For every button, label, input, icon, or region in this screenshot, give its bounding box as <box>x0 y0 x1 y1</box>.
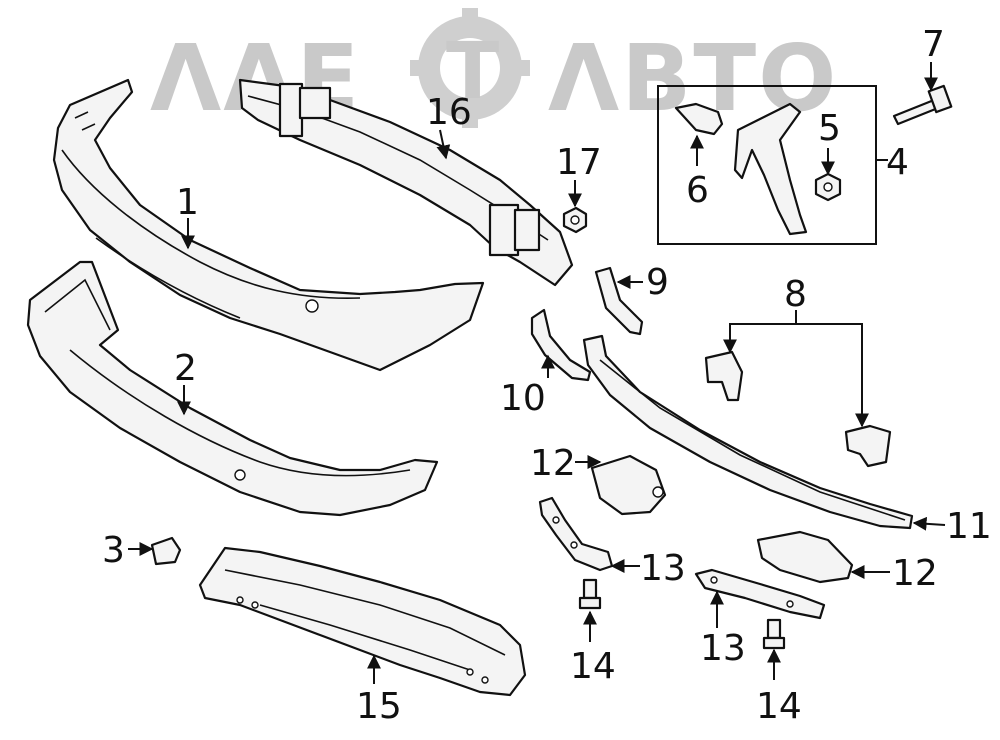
watermark: ΛΛΕ T ΛΒΤΟ <box>150 8 836 132</box>
part-13-bracket-left <box>538 496 614 572</box>
callout-11: 11 <box>946 506 992 547</box>
callout-12-left: 12 <box>530 443 576 484</box>
callout-3: 3 <box>102 530 125 571</box>
part-12-bracket-right <box>756 530 854 584</box>
callout-10: 10 <box>500 378 546 419</box>
part-8-clip-lower <box>844 424 892 468</box>
callout-2: 2 <box>174 348 197 389</box>
callout-16: 16 <box>426 92 472 133</box>
part-4-bracket <box>733 102 808 236</box>
callout-14-right: 14 <box>756 686 802 727</box>
callout-13-right: 13 <box>700 628 746 669</box>
callout-17: 17 <box>556 142 602 183</box>
callout-1: 1 <box>176 182 199 223</box>
callout-5: 5 <box>818 108 841 149</box>
callout-4: 4 <box>886 142 909 183</box>
callout-labels: 1 2 3 4 5 6 7 8 9 10 11 12 12 13 13 14 1… <box>102 24 992 727</box>
callout-12-right: 12 <box>892 553 938 594</box>
part-12-sensor-left <box>590 454 667 516</box>
part-16-reinforcement-beam <box>238 78 574 287</box>
callout-7: 7 <box>922 24 945 65</box>
part-10-bracket <box>530 308 592 382</box>
callout-15: 15 <box>356 686 402 727</box>
part-3-cap <box>150 536 182 566</box>
callout-6: 6 <box>686 170 709 211</box>
part-14-bolt-right <box>762 618 786 650</box>
part-2-lower-cover <box>26 260 439 517</box>
callout-14-left: 14 <box>570 646 616 687</box>
part-6-clip <box>674 102 724 136</box>
callout-9: 9 <box>646 262 669 303</box>
leader-lines <box>128 62 946 684</box>
watermark-gear-letter: T <box>446 27 499 117</box>
part-17-nut <box>562 206 588 234</box>
watermark-gear-icon <box>410 8 530 128</box>
part-9-bracket <box>594 266 644 336</box>
part-1-bumper-cover <box>52 78 485 372</box>
part-14-bolt-left <box>578 578 602 610</box>
part-5-nut <box>814 172 842 202</box>
part-4-assembly <box>657 85 888 245</box>
callout-8: 8 <box>784 274 807 315</box>
part-15-skid-plate <box>198 546 527 697</box>
part-11-lower-trim <box>582 334 914 530</box>
part-7-bolt <box>892 84 953 126</box>
part-8-clip-upper <box>704 350 744 402</box>
part-13-bracket-right <box>694 568 826 620</box>
assembly-box <box>657 85 877 245</box>
callout-13-left: 13 <box>640 548 686 589</box>
